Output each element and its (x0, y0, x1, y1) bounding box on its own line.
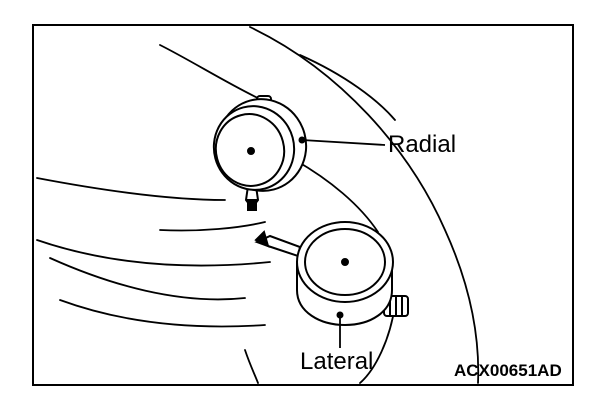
lateral-dial-indicator (254, 221, 409, 327)
tire-curve-left-2 (36, 239, 271, 267)
lateral-label: Lateral (300, 348, 373, 375)
radial-dial-indicator (212, 95, 308, 211)
tire-curve-left-3 (159, 221, 266, 232)
radial-leader-dot (298, 136, 306, 144)
tire-curve-lower-left (244, 349, 259, 384)
lateral-leader-dot (336, 311, 344, 319)
radial-tip (247, 199, 257, 211)
tire-curve-left-5 (59, 299, 266, 328)
lateral-tip (254, 230, 270, 248)
lateral-needle-center (341, 258, 349, 266)
tire-curve-upper-1 (299, 54, 396, 121)
tire-curve-mid (294, 159, 379, 233)
radial-leader-line (301, 139, 386, 146)
tire-curve-upper-2 (159, 44, 263, 101)
leader-lines (301, 139, 386, 348)
tire-curve-left-4 (49, 257, 246, 301)
tire-tread-curve-outer (249, 26, 480, 384)
radial-needle-center (247, 147, 255, 155)
figure-border (32, 24, 574, 386)
figure-code: ACX00651AD (454, 361, 562, 380)
tire-curve-left-1 (36, 177, 226, 201)
radial-label: Radial (388, 131, 456, 158)
tire-outline (36, 26, 480, 384)
